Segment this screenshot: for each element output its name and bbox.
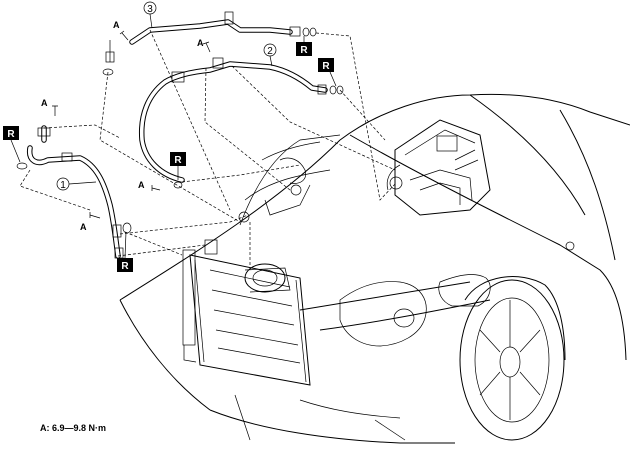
svg-text:R: R	[300, 45, 308, 56]
bolt-label-a: A	[113, 20, 120, 30]
compressor	[244, 263, 291, 293]
bolts	[52, 30, 211, 219]
svg-text:2: 2	[267, 46, 273, 57]
replace-badge: R	[170, 152, 186, 180]
pipe-1	[16, 125, 124, 259]
torque-note: A: 6.9—9.8 N·m	[40, 423, 107, 433]
pipe-3	[102, 11, 317, 76]
leader-lines	[19, 29, 397, 270]
hvac-unit	[386, 119, 491, 216]
engine-compartment	[238, 134, 341, 226]
callout-2: 2	[263, 43, 277, 67]
bolt-label-a: A	[138, 180, 145, 190]
replace-badge: R	[117, 222, 133, 272]
callout-1: 1	[56, 177, 97, 191]
svg-text:3: 3	[147, 4, 153, 15]
svg-text:R: R	[7, 129, 15, 140]
replace-badge: R	[296, 36, 312, 56]
bolt-label-a: A	[80, 222, 87, 232]
condenser	[182, 239, 311, 386]
bolt-label-a: A	[197, 38, 204, 48]
replace-badge: R	[3, 126, 21, 163]
svg-text:R: R	[322, 61, 330, 72]
svg-text:R: R	[121, 261, 129, 272]
vehicle-body	[119, 93, 630, 444]
pipe-2	[138, 57, 344, 189]
callout-3: 3	[143, 1, 157, 29]
bolt-label-a: A	[41, 98, 48, 108]
svg-text:R: R	[174, 155, 182, 166]
replace-badge: R	[318, 58, 337, 87]
svg-text:1: 1	[60, 180, 66, 191]
